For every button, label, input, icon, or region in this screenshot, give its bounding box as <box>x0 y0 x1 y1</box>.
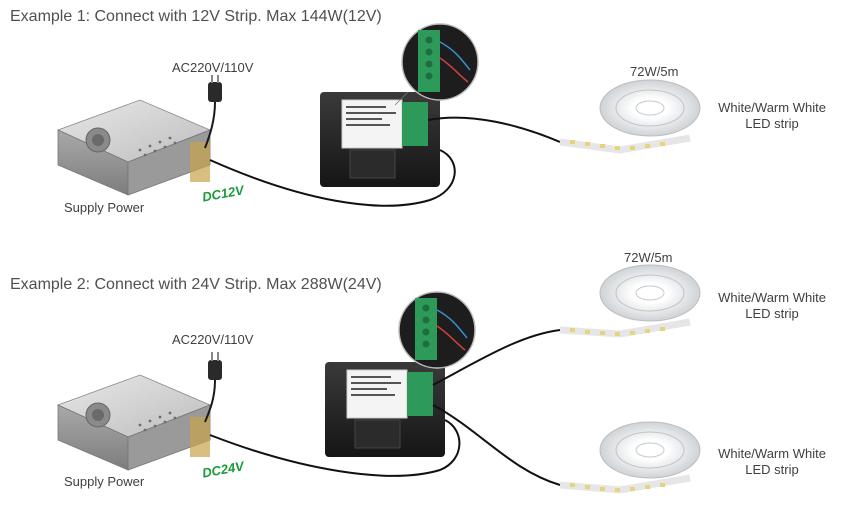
example2-strip2-label: White/Warm White LED strip <box>706 446 838 478</box>
ac-plug-2 <box>204 352 222 423</box>
led-strip-reel-1 <box>559 79 701 154</box>
example2-strip1-label-line2: LED strip <box>745 306 799 321</box>
example2-strip2-label-line1: White/Warm White <box>718 446 826 461</box>
strip-cable-2a <box>432 329 561 386</box>
example2-strip1-label: White/Warm White LED strip <box>706 290 838 322</box>
example2-ac-label: AC220V/110V <box>172 332 254 347</box>
terminal-zoom-1 <box>394 23 479 106</box>
strip-cable-1 <box>427 116 561 143</box>
example1-strip-label-line2: LED strip <box>745 116 799 131</box>
example2-strip1-label-line1: White/Warm White <box>718 290 826 305</box>
controller-1 <box>320 92 440 187</box>
example1-supply-label: Supply Power <box>64 200 145 215</box>
example2-strip2-label-line2: LED strip <box>745 462 799 477</box>
controller-2 <box>325 362 445 457</box>
led-strip-reel-2b <box>559 421 701 494</box>
example2-strip-power: 72W/5m <box>624 250 673 265</box>
example2-supply-label: Supply Power <box>64 474 145 489</box>
dc-cable-1 <box>209 149 456 207</box>
ac-plug-1 <box>204 75 222 149</box>
power-supply-1 <box>56 99 212 196</box>
dc-cable-2 <box>209 419 461 477</box>
example1-strip-label: White/Warm White LED strip <box>706 100 838 132</box>
power-supply-2 <box>56 374 212 471</box>
example1-title: Example 1: Connect with 12V Strip. Max 1… <box>10 8 382 25</box>
example2-title: Example 2: Connect with 24V Strip. Max 2… <box>10 276 382 293</box>
terminal-zoom-2 <box>398 291 476 369</box>
example1-strip-label-line1: White/Warm White <box>718 100 826 115</box>
example1-strip-power: 72W/5m <box>630 64 679 79</box>
example1-ac-label: AC220V/110V <box>172 60 254 75</box>
strip-cable-2b <box>432 404 561 486</box>
led-strip-reel-2a <box>559 264 701 338</box>
